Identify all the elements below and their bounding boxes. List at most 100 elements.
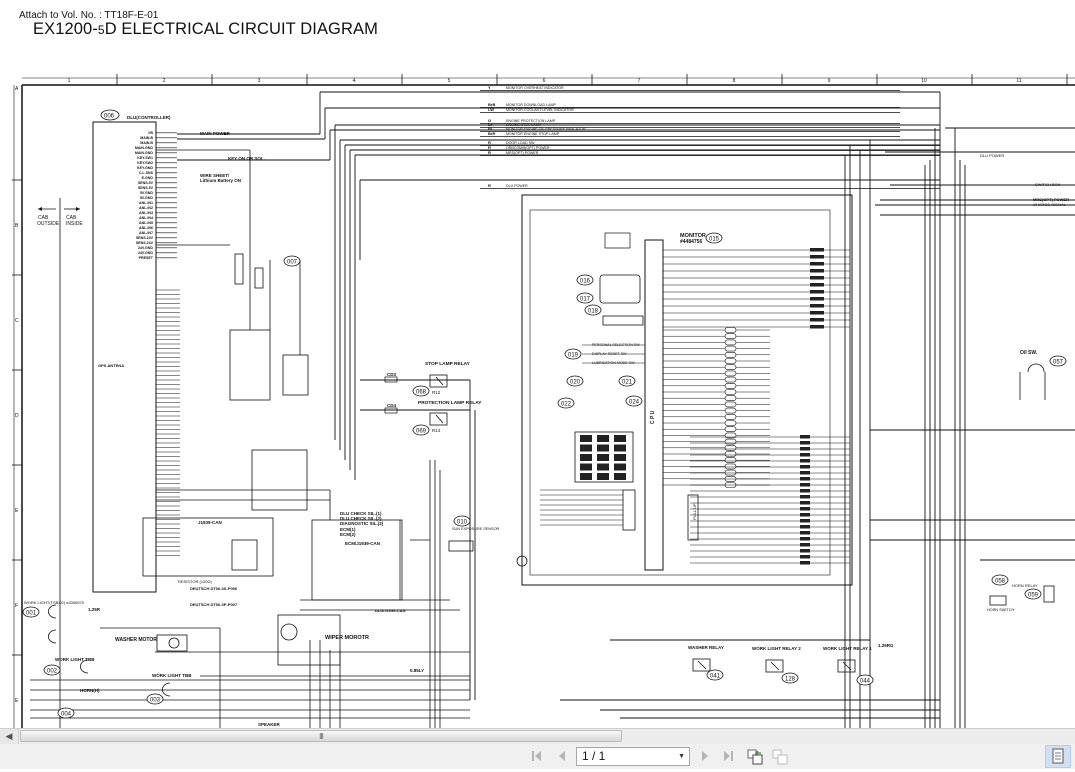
ecm-can-label: ECM/J1939-CAN [345,541,380,546]
keypad-key [580,435,592,442]
column-label: 5 [448,78,451,84]
io-connector [724,345,737,352]
dlu-pin-label: SENS.24V [136,241,154,245]
io-connector [724,401,737,408]
washer-relay-label: WASHER RELAY [688,645,724,650]
dlu-pin-label: KEY.GND [137,166,153,170]
signal-code: R [488,140,491,145]
dlu-controller: 006 DLU(CONTROLLER) VBMAIN.BMAIN.BMAIN.G… [92,109,180,593]
horn-relay: 058 HORN RELAY 059 HORN SWITCH [987,574,1055,612]
dlu-pin-label: 24V.GND [138,251,153,255]
power-wiring [177,91,1075,728]
io-connector [724,395,737,402]
pin-code [800,525,810,529]
keypad-key [580,444,592,452]
pin-code [800,549,810,553]
next-view-button[interactable] [771,748,789,766]
cab-boundary: CAB OUTSIDE CAB INSIDE [37,198,83,728]
io-connector [724,358,737,364]
component-016: 016 [580,279,591,285]
last-page-button[interactable] [720,748,736,766]
io-connector [724,327,737,333]
previous-view-icon [747,749,763,765]
column-label: 10 [921,78,927,84]
dlu-pin-label: MAIN.GND [135,146,154,150]
component-058: 058 [995,579,1006,585]
title-prefix: EX1200- [33,20,98,38]
cab-outside-label-2: OUTSIDE [37,221,60,227]
first-page-button[interactable] [529,748,545,766]
pin-code [800,501,810,505]
dlu-pin-label: VB [148,131,153,135]
column-label: 1 [68,78,71,84]
pin-code [800,561,810,565]
work-light-relay-1-label: WORK LIGHT RELAY 1 [823,646,872,651]
signal-code: R [488,183,491,188]
keypad-key [580,454,592,461]
work-light-relay-2-label: WORK LIGHT RELAY 2 [752,646,801,651]
signal-code: BrR [488,131,495,136]
scrollbar-thumb[interactable]: III [20,730,622,742]
previous-page-button[interactable] [554,748,570,766]
dlu-pin-label: MAIN.GND [135,151,154,155]
title-small: 5 [97,23,105,37]
dlu-pin-label: SENS.24V [136,236,154,240]
stop-lamp-relay: STOP LAMP RELAY R12 068 PROTECTION LAMP … [360,361,482,700]
dlu-pin-label: E.GND [142,176,154,180]
speaker-label: SPEAKER [258,722,281,727]
next-page-button[interactable] [697,748,713,766]
dlu-pin-label: ANL.IN6 [139,226,153,230]
io-connector [724,420,737,426]
signal-code: RL [488,126,494,131]
keypad-key [597,463,609,471]
pin-code [800,513,810,517]
wire-0-85ly-label: 0.85LY [410,668,424,673]
oi-switch-label: O/I SW. [1020,350,1038,356]
keypad-key [614,473,626,480]
title-suffix: D ELECTRICAL CIRCUIT DIAGRAM [104,20,378,38]
component-019: 019 [568,353,579,359]
component-020: 020 [570,380,581,386]
pin-code [800,453,810,457]
io-connector [724,457,737,464]
cab-inside-label: CAB [66,215,77,221]
right-wiring [870,151,1075,561]
component-015: 015 [709,237,720,243]
cpu-label: C P U [650,410,656,424]
previous-view-button[interactable] [746,748,764,766]
column-label: 7 [638,78,641,84]
page-number-select[interactable]: 1 / 1 ▼ [576,747,690,766]
signal-description: MONITOR COOLANT LEVEL INDICATOR [506,108,574,112]
mrs-power-label: MRS(OPT) POWER [1033,197,1069,202]
row-label: E [15,698,19,704]
row-label: A [15,86,19,92]
signal-code: LW [488,107,494,112]
io-connector [724,444,737,451]
io-connector [724,426,737,433]
io-connector [724,469,737,476]
component-004: 004 [61,712,72,718]
row-label: E [15,508,19,514]
pin-code [800,543,810,547]
pin-code [810,318,824,322]
signal-description: DOOR LOAD SW [506,141,535,145]
column-label: 11 [1016,78,1021,84]
pin-code [800,435,810,439]
component-010: 010 [457,520,468,526]
pin-code [800,489,810,493]
signal-code: BrB [488,102,495,107]
keypad-key [580,463,592,471]
signal-code: Y [488,85,491,90]
page-view-icon [1052,748,1064,764]
pin-code [800,507,810,511]
single-page-view-button[interactable] [1045,745,1071,768]
monitor-io-rows [540,248,850,565]
horizontal-scrollbar[interactable]: ◀ III [0,728,1075,744]
scroll-left-button[interactable]: ◀ [0,729,19,744]
attach-note: Attach to Vol. No. : TT18F-E-01 [19,10,159,21]
signal-code: G [488,118,491,123]
row-label: D [15,413,19,419]
component-003: 003 [150,698,161,704]
keypad-key [597,444,609,452]
